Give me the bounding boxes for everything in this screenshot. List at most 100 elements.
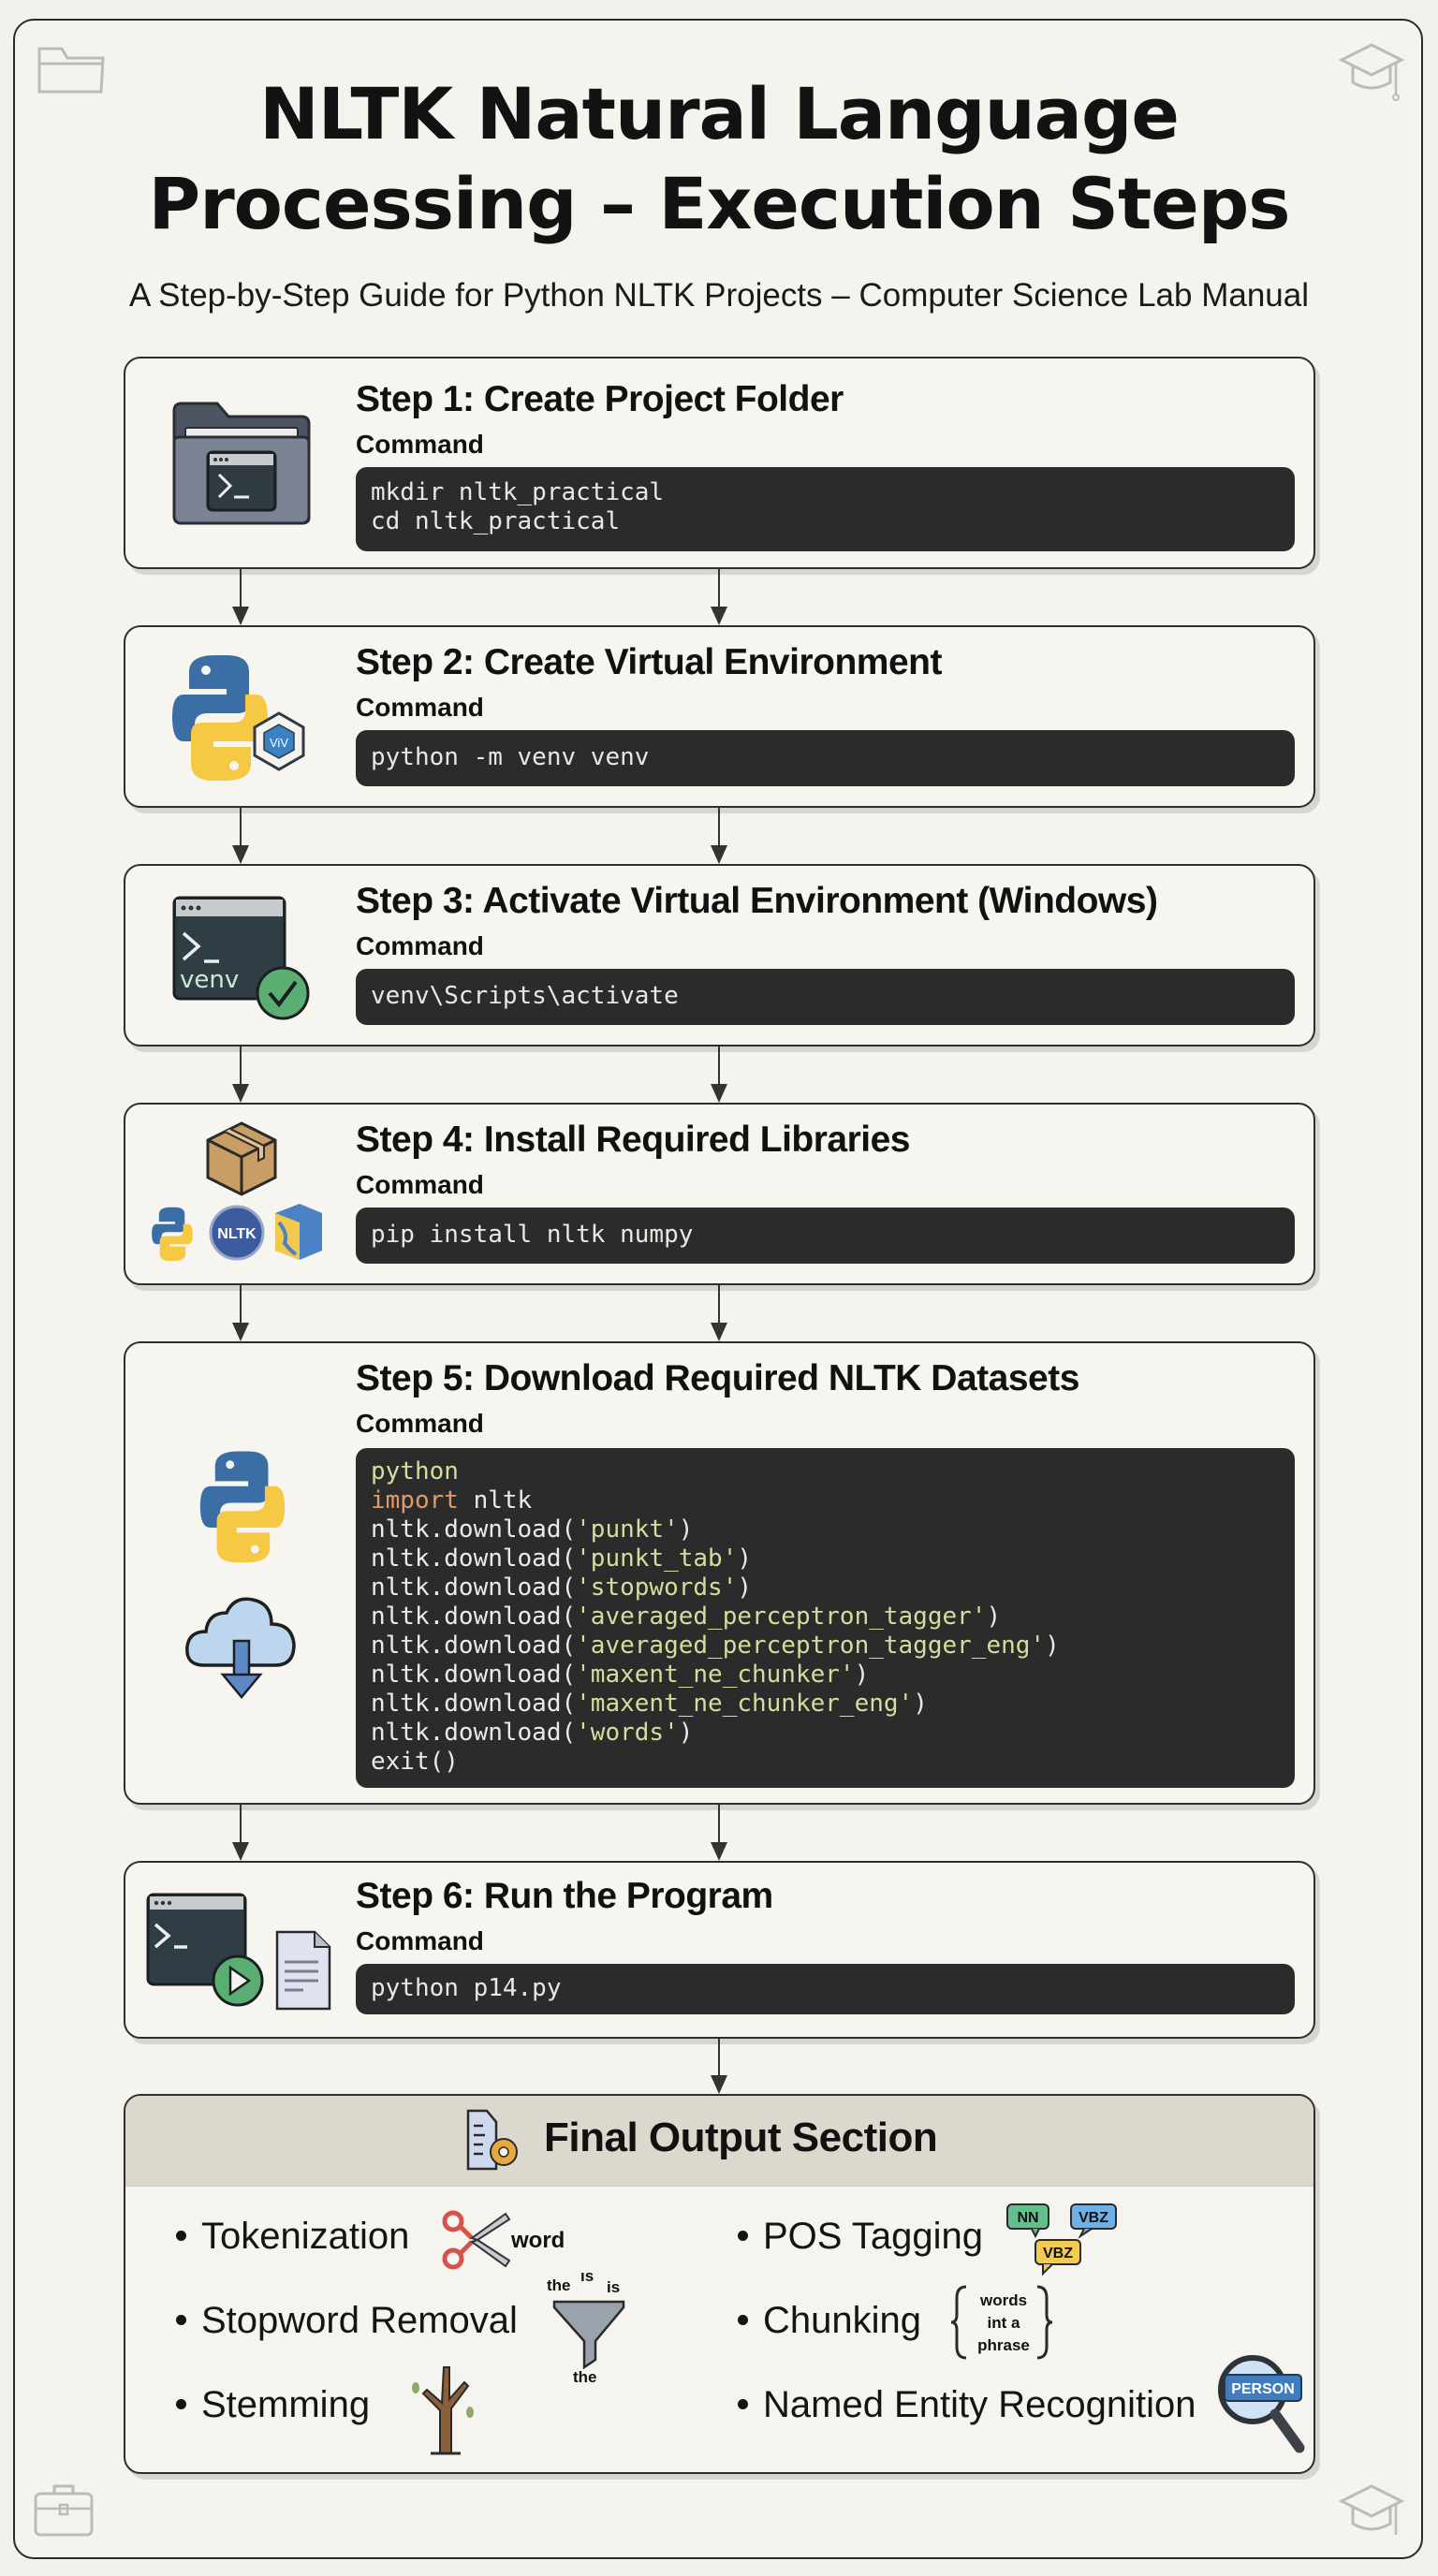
terminal-venv-check-icon: venv (172, 896, 310, 1020)
step-card-2: ViV Step 2: Create Virtual Environment C… (124, 625, 1315, 808)
step-card-4: NLTK Step 4: Install Required Libraries … (124, 1103, 1315, 1285)
flow-arrow (711, 1046, 727, 1103)
flow-arrow (711, 1805, 727, 1861)
code-line: cd nltk_practical (371, 507, 621, 535)
flow-arrow (232, 808, 249, 864)
flow-arrow (711, 808, 727, 864)
step-title: Step 3: Activate Virtual Environment (Wi… (356, 881, 1158, 921)
magnifier-person-icon: PERSON (1218, 2355, 1305, 2453)
svg-text:VBZ: VBZ (1078, 2210, 1108, 2226)
terminal-run-file-icon (146, 1893, 331, 2011)
package-icon (206, 1121, 277, 1196)
command-label: Command (356, 1926, 484, 1955)
flow-arrow (232, 1046, 249, 1103)
code-line: nltk.download('averaged_perceptron_tagge… (371, 1603, 1002, 1631)
code-line: venv\Scripts\activate (371, 982, 679, 1010)
code-block[interactable]: python p14.py (356, 1964, 1295, 2014)
svg-text:phrase: phrase (977, 2336, 1030, 2354)
feature-pos-tagging: POS Tagging (738, 2216, 983, 2258)
svg-text:the: the (547, 2276, 571, 2294)
nltk-text: NLTK (217, 1226, 257, 1242)
scissors-word: word (510, 2228, 565, 2253)
feature-chunking: Chunking (738, 2300, 921, 2342)
cloud-download-icon (185, 1597, 296, 1699)
flow-arrow (711, 569, 727, 625)
tree-icon (412, 2366, 474, 2455)
code-line: nltk.download('stopwords') (371, 1573, 752, 1602)
svg-text:PERSON: PERSON (1231, 2381, 1295, 2397)
svg-text:words: words (979, 2291, 1027, 2309)
svg-text:NN: NN (1017, 2210, 1038, 2226)
document-gear-icon (466, 2109, 518, 2171)
command-label: Command (356, 1170, 484, 1199)
code-line: python (371, 1457, 459, 1486)
python-logo-icon (152, 1207, 193, 1262)
step-card-1: Step 1: Create Project Folder Command mk… (124, 357, 1315, 569)
svg-text:is: is (580, 2272, 594, 2285)
command-label: Command (356, 693, 484, 722)
flow-arrow (232, 1285, 249, 1341)
speech-tags-icon: NN VBZ VBZ (1006, 2203, 1117, 2276)
svg-text:VBZ: VBZ (1043, 2246, 1073, 2261)
code-line: python p14.py (371, 1974, 562, 2002)
code-line: nltk.download('maxent_ne_chunker_eng') (371, 1690, 928, 1718)
step-title: Step 4: Install Required Libraries (356, 1120, 911, 1160)
final-output-title: Final Output Section (544, 2115, 938, 2160)
step-title: Step 1: Create Project Folder (356, 379, 844, 419)
command-label: Command (356, 931, 484, 960)
flow-arrow (711, 2039, 727, 2094)
page-title-line1: NLTK Natural Language (259, 72, 1180, 155)
page-subtitle: A Step-by-Step Guide for Python NLTK Pro… (129, 277, 1309, 314)
code-line: nltk.download('words') (371, 1719, 694, 1747)
code-block[interactable]: python -m venv venv (356, 730, 1295, 786)
code-line: pip install nltk numpy (371, 1221, 694, 1249)
feature-tokenization: Tokenization (176, 2216, 409, 2258)
flow-arrow (232, 1805, 249, 1861)
code-line: mkdir nltk_practical (371, 478, 665, 506)
step-title: Step 2: Create Virtual Environment (356, 642, 942, 682)
code-line: python -m venv venv (371, 743, 650, 771)
code-line: exit() (371, 1748, 459, 1776)
feature-ner: Named Entity Recognition (738, 2384, 1196, 2426)
folder-terminal-icon (172, 402, 311, 525)
viv-text: ViV (270, 736, 288, 750)
code-line: import nltk (371, 1486, 533, 1515)
code-block[interactable]: pip install nltk numpy (356, 1208, 1295, 1264)
venv-text: venv (180, 966, 239, 994)
feature-stemming: Stemming (176, 2384, 370, 2426)
folder-outline-icon (37, 47, 105, 94)
scissors-icon: word (442, 2210, 565, 2270)
step-card-6: Step 6: Run the Program Command python p… (124, 1861, 1315, 2039)
step-title: Step 6: Run the Program (356, 1876, 773, 1916)
flow-arrow (232, 569, 249, 625)
briefcase-icon (34, 2484, 94, 2537)
step-card-3: venv Step 3: Activate Virtual Environmen… (124, 864, 1315, 1046)
python-venv-icon: ViV (172, 655, 305, 781)
code-block[interactable]: venv\Scripts\activate (356, 969, 1295, 1025)
braces-icon: words int a phrase (950, 2285, 1053, 2360)
svg-text:int a: int a (988, 2314, 1020, 2332)
code-line: nltk.download('maxent_ne_chunker') (371, 1661, 870, 1689)
svg-text:the: the (573, 2368, 597, 2384)
code-line: nltk.download('punkt_tab') (371, 1544, 752, 1573)
svg-text:is: is (607, 2278, 620, 2296)
nltk-logo-icon: NLTK (209, 1205, 265, 1261)
command-label: Command (356, 430, 484, 459)
code-line: nltk.download('punkt') (371, 1515, 694, 1544)
code-line: nltk.download('averaged_perceptron_tagge… (371, 1632, 1060, 1660)
feature-stopword-removal: Stopword Removal (176, 2300, 518, 2342)
final-output-header: Final Output Section (125, 2096, 1313, 2187)
funnel-icon: the is is the (547, 2272, 625, 2384)
graduation-cap-icon-bottom (1338, 2484, 1405, 2535)
python-logo-icon (199, 1451, 286, 1563)
page-title-line2: Processing – Execution Steps (148, 162, 1291, 245)
graduation-cap-icon (1338, 43, 1405, 101)
final-output-card: Final Output Section Tokenization word S… (124, 2094, 1315, 2474)
numpy-logo-icon (275, 1204, 322, 1260)
flow-arrow (711, 1285, 727, 1341)
step-card-5: Step 5: Download Required NLTK Datasets … (124, 1341, 1315, 1805)
step-title: Step 5: Download Required NLTK Datasets (356, 1358, 1079, 1398)
command-label: Command (356, 1409, 484, 1438)
